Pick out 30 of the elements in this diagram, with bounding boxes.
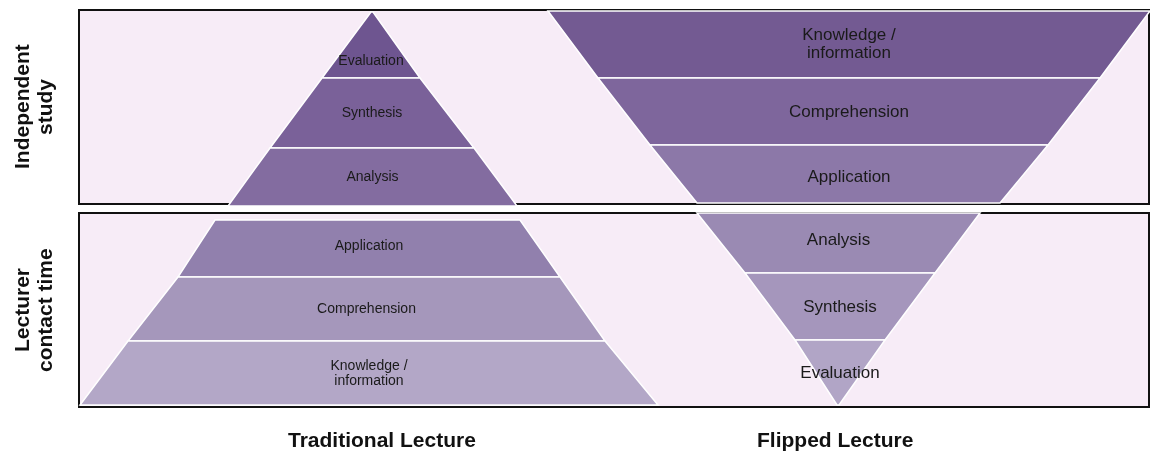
layer-label: Knowledge / information <box>329 357 409 389</box>
layer-label: Analysis <box>805 230 872 250</box>
pyramid-layer <box>322 12 420 78</box>
row-label: Lecturer contact time <box>10 247 57 374</box>
layer-label: Application <box>333 237 405 254</box>
pyramid-layer <box>745 273 935 340</box>
layer-label: Comprehension <box>788 102 910 121</box>
layer-label: Knowledge / information <box>801 25 897 64</box>
layer-label: Application <box>806 167 892 187</box>
layer-label: Analysis <box>345 169 400 185</box>
column-label: Flipped Lecture <box>757 428 914 452</box>
pyramid-layer <box>650 145 1048 203</box>
pyramid-layer <box>270 78 474 148</box>
pyramid-layer <box>178 220 560 277</box>
pyramid-layer <box>697 213 980 273</box>
pyramid-layer <box>80 341 658 405</box>
layer-label: Evaluation <box>799 363 881 382</box>
row-band <box>78 212 1150 408</box>
layer-label: Evaluation <box>337 53 405 69</box>
pyramid-layer <box>128 277 605 341</box>
row-band <box>78 9 1150 205</box>
pyramid-layer <box>548 11 1150 78</box>
row-label: Independent study <box>10 43 57 172</box>
layer-label: Comprehension <box>316 301 417 317</box>
pyramid-layer <box>795 340 885 405</box>
pyramid-layer <box>598 78 1100 145</box>
layer-label: Synthesis <box>340 105 404 121</box>
layer-label: Synthesis <box>802 297 878 316</box>
column-label: Traditional Lecture <box>288 428 476 452</box>
pyramid-layer <box>228 148 517 206</box>
